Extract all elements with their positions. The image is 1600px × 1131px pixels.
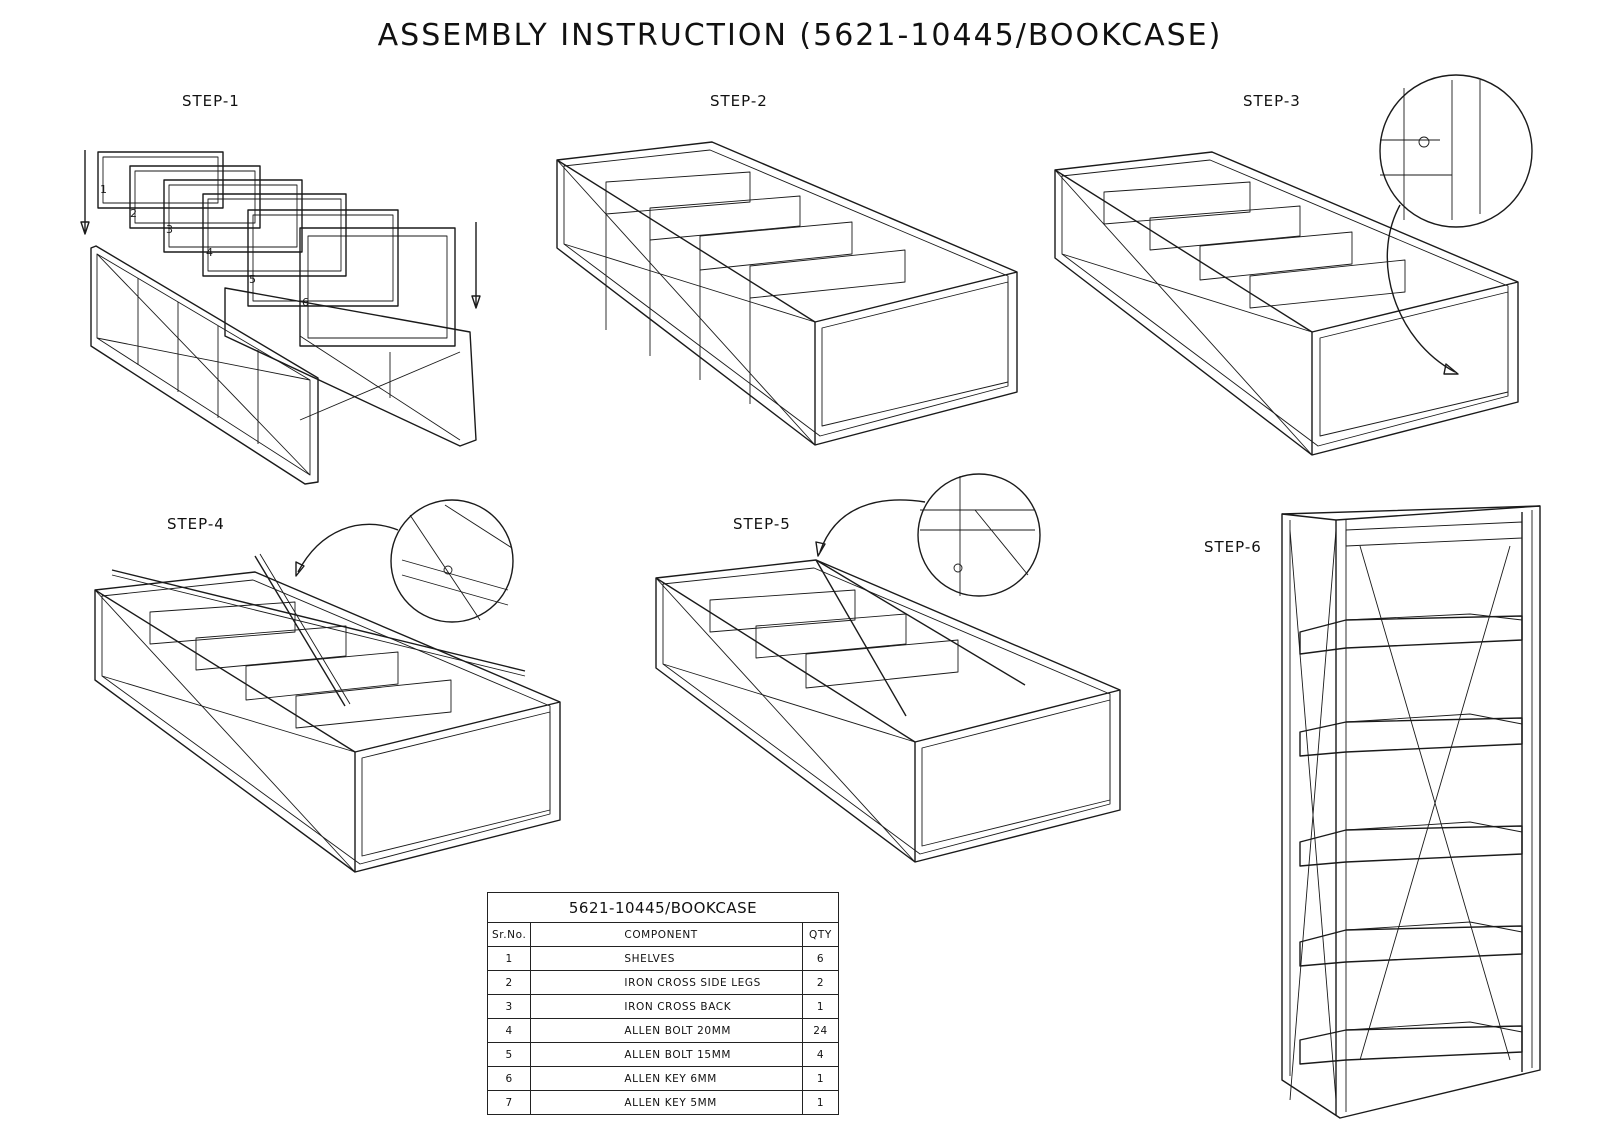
- row-component: ALLEN KEY 5MM: [530, 1090, 803, 1115]
- row-component: IRON CROSS BACK: [530, 994, 803, 1019]
- table-row: 2 IRON CROSS SIDE LEGS 2: [486, 970, 839, 995]
- row-qty: 1: [802, 1066, 839, 1091]
- header-component: COMPONENT: [530, 922, 803, 947]
- step-6-label: STEP-6: [1204, 538, 1262, 556]
- row-number: 1: [486, 946, 532, 971]
- step-1-illustration: 1 2 3 4 5 6: [80, 150, 481, 485]
- row-number: 4: [486, 1018, 532, 1043]
- row-component: ALLEN BOLT 15MM: [530, 1042, 803, 1067]
- shelf-number: 2: [130, 207, 137, 220]
- row-qty: 1: [802, 1090, 839, 1115]
- shelf-number: 1: [100, 183, 107, 196]
- row-qty: 1: [802, 994, 839, 1019]
- table-row: 5 ALLEN BOLT 15MM 4: [486, 1042, 839, 1067]
- step-5-label: STEP-5: [733, 515, 791, 533]
- table-row: 1 SHELVES 6: [486, 946, 839, 971]
- step-5-illustration: [655, 473, 1121, 863]
- shelf-number: 5: [249, 273, 256, 286]
- page-title: ASSEMBLY INSTRUCTION (5621-10445/BOOKCAS…: [377, 18, 1223, 53]
- step-3-label: STEP-3: [1243, 92, 1301, 110]
- header-qty: QTY: [802, 922, 839, 947]
- table-row: 6 ALLEN KEY 6MM 1: [486, 1066, 839, 1091]
- shelf-number: 4: [206, 246, 213, 259]
- header-sr-no: Sr.No.: [486, 922, 532, 947]
- row-component: ALLEN KEY 6MM: [530, 1066, 803, 1091]
- row-number: 5: [486, 1042, 532, 1067]
- parts-table: 5621-10445/BOOKCASE Sr.No. COMPONENT QTY…: [486, 892, 839, 1115]
- row-qty: 24: [802, 1018, 839, 1043]
- row-component: ALLEN BOLT 20MM: [530, 1018, 803, 1043]
- step-6-illustration: [1281, 505, 1541, 1119]
- shelf-number: 3: [166, 223, 173, 236]
- step-2-illustration: [556, 141, 1018, 446]
- step-3-illustration: [1054, 74, 1533, 456]
- row-qty: 6: [802, 946, 839, 971]
- table-row: 7 ALLEN KEY 5MM 1: [486, 1090, 839, 1115]
- step-4-illustration: [94, 499, 561, 873]
- row-number: 2: [486, 970, 532, 995]
- table-row: 4 ALLEN BOLT 20MM 24: [486, 1018, 839, 1043]
- row-qty: 2: [802, 970, 839, 995]
- step-1-label: STEP-1: [182, 92, 240, 110]
- row-qty: 4: [802, 1042, 839, 1067]
- step-2-label: STEP-2: [710, 92, 768, 110]
- parts-table-caption: 5621-10445/BOOKCASE: [487, 892, 839, 923]
- row-number: 7: [486, 1090, 532, 1115]
- row-component: SHELVES: [530, 946, 803, 971]
- parts-table-header: Sr.No. COMPONENT QTY: [486, 922, 839, 947]
- row-number: 6: [486, 1066, 532, 1091]
- row-number: 3: [486, 994, 532, 1019]
- row-component: IRON CROSS SIDE LEGS: [530, 970, 803, 995]
- step-4-label: STEP-4: [167, 515, 225, 533]
- table-row: 3 IRON CROSS BACK 1: [486, 994, 839, 1019]
